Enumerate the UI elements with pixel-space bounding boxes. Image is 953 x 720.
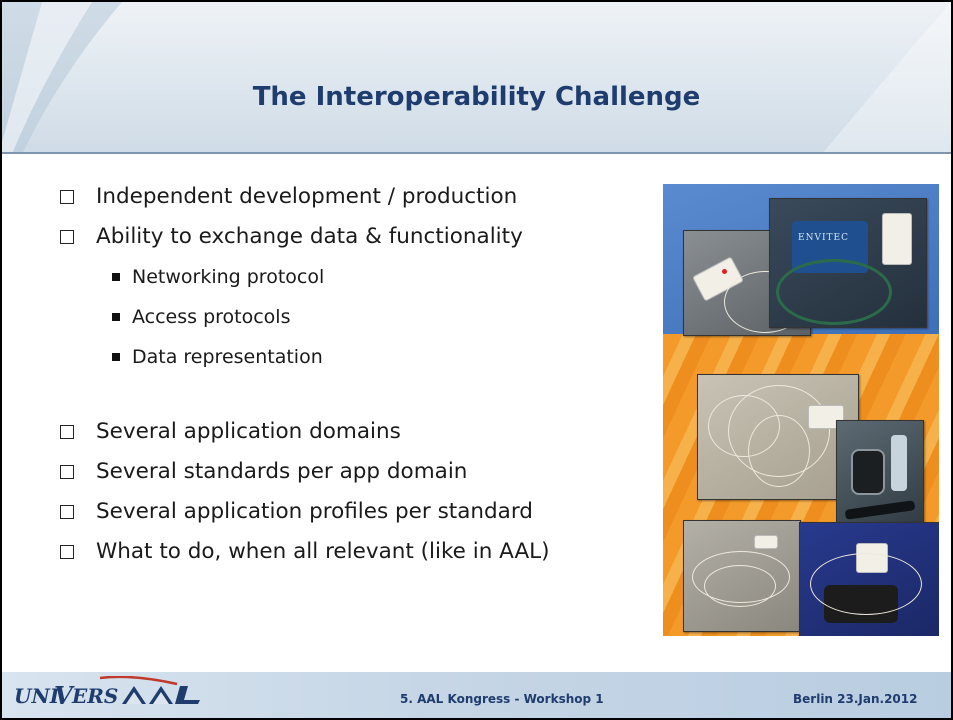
header-band [2, 2, 951, 154]
sub-bullet-text: Access protocols [132, 306, 291, 328]
bullet-item: What to do, when all relevant (like in A… [60, 535, 660, 575]
square-bullet-icon [112, 353, 120, 361]
sensor-cables-photo [683, 520, 801, 632]
checkbox-bullet-icon [60, 465, 74, 479]
bullet-item: Several application profiles per standar… [60, 495, 660, 535]
bullet-text: Several standards per app domain [96, 459, 468, 484]
svg-text:ERS: ERS [71, 684, 118, 708]
checkbox-bullet-icon [60, 505, 74, 519]
bullet-item: Several standards per app domain [60, 455, 660, 495]
blood-pressure-cuff-photo: ENVITEC [769, 198, 927, 328]
universaal-logo: UNI V ERS [14, 676, 200, 710]
header-decoration [2, 2, 951, 154]
sub-bullet-item: Data representation [60, 340, 660, 380]
checkbox-bullet-icon [60, 545, 74, 559]
cuff-brand-label: ENVITEC [798, 233, 849, 243]
svg-text:UNI: UNI [14, 684, 60, 708]
bullet-text: Several application domains [96, 419, 401, 444]
checkbox-bullet-icon [60, 190, 74, 204]
medical-devices-collage: ENVITEC [663, 184, 939, 636]
sub-bullet-item: Networking protocol [60, 260, 660, 300]
bullet-list: Independent development / production Abi… [60, 180, 660, 575]
square-bullet-icon [112, 313, 120, 321]
title-divider [2, 152, 951, 154]
bullet-text: What to do, when all relevant (like in A… [96, 539, 550, 564]
bullet-item: Several application domains [60, 415, 660, 455]
bullet-item: Ability to exchange data & functionality [60, 220, 660, 260]
bullet-text: Independent development / production [96, 184, 518, 209]
checkbox-bullet-icon [60, 230, 74, 244]
sub-bullet-item: Access protocols [60, 300, 660, 340]
sub-bullet-text: Networking protocol [132, 266, 325, 288]
bullet-item: Independent development / production [60, 180, 660, 220]
footer-date-label: Berlin 23.Jan.2012 [793, 692, 918, 706]
wearable-sensor-photo [799, 522, 939, 636]
ecg-cables-photo [697, 374, 859, 500]
svg-text:V: V [54, 681, 75, 710]
glucose-meter-photo [836, 420, 924, 534]
square-bullet-icon [112, 273, 120, 281]
checkbox-bullet-icon [60, 425, 74, 439]
slide-title: The Interoperability Challenge [252, 82, 701, 112]
bullet-text: Several application profiles per standar… [96, 499, 533, 524]
sub-bullet-text: Data representation [132, 346, 323, 368]
bullet-text: Ability to exchange data & functionality [96, 224, 523, 249]
footer-event-label: 5. AAL Kongress - Workshop 1 [400, 692, 604, 706]
